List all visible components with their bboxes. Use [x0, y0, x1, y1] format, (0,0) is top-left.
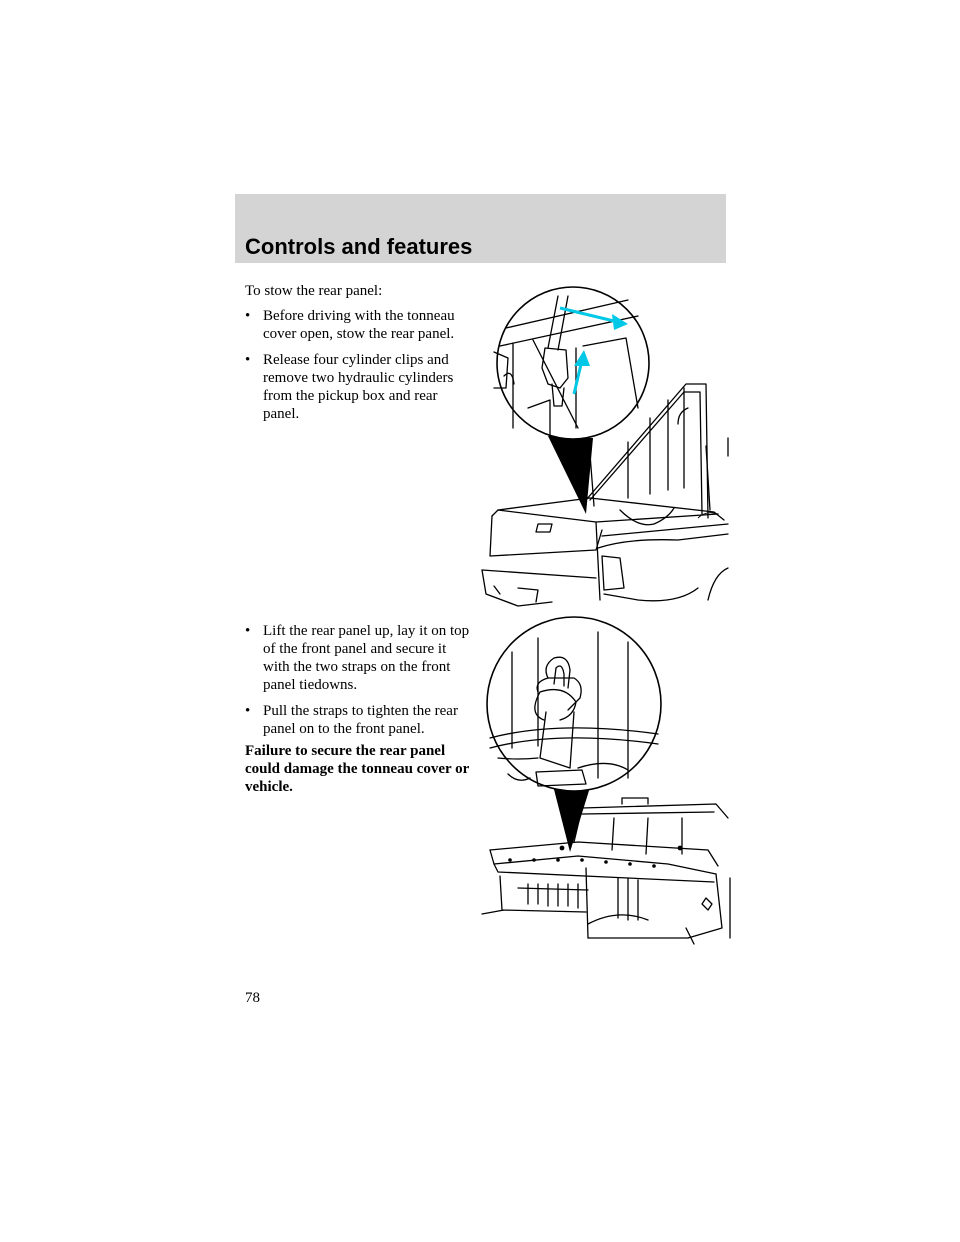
- bullet-dot: •: [245, 703, 251, 719]
- bullet-dot: •: [245, 623, 251, 639]
- magnifier-circle: [496, 286, 650, 440]
- bullet-text: Release four cylinder clips and remove t…: [263, 352, 454, 422]
- direction-arrows: [559, 306, 628, 395]
- bullet-dot: •: [245, 308, 251, 324]
- page-number: 78: [245, 990, 260, 1006]
- header-band: [235, 194, 726, 263]
- bullet-item: • Release four cylinder clips and remove…: [245, 351, 475, 423]
- bullet-item: • Pull the straps to tighten the rear pa…: [245, 702, 475, 738]
- cylinder-removal-illustration: [481, 286, 729, 607]
- intro-text: To stow the rear panel:: [245, 283, 383, 299]
- bullet-text: Before driving with the tonneau cover op…: [263, 308, 455, 342]
- bullet-item: • Before driving with the tonneau cover …: [245, 307, 475, 343]
- bullet-text: Pull the straps to tighten the rear pane…: [263, 703, 458, 737]
- section-title: Controls and features: [245, 234, 473, 259]
- warning-text: Failure to secure the rear panel could d…: [245, 743, 470, 795]
- bullet-list-2: • Lift the rear panel up, lay it on top …: [245, 622, 475, 811]
- bullet-list-1: • Before driving with the tonneau cover …: [245, 307, 475, 431]
- callout-pointer: [548, 436, 593, 514]
- bullet-dot: •: [245, 352, 251, 368]
- tiedown-rivets: [508, 845, 683, 868]
- bullet-item: • Lift the rear panel up, lay it on top …: [245, 622, 475, 694]
- strap-securing-illustration: [481, 616, 731, 945]
- bullet-text: Lift the rear panel up, lay it on top of…: [263, 623, 470, 693]
